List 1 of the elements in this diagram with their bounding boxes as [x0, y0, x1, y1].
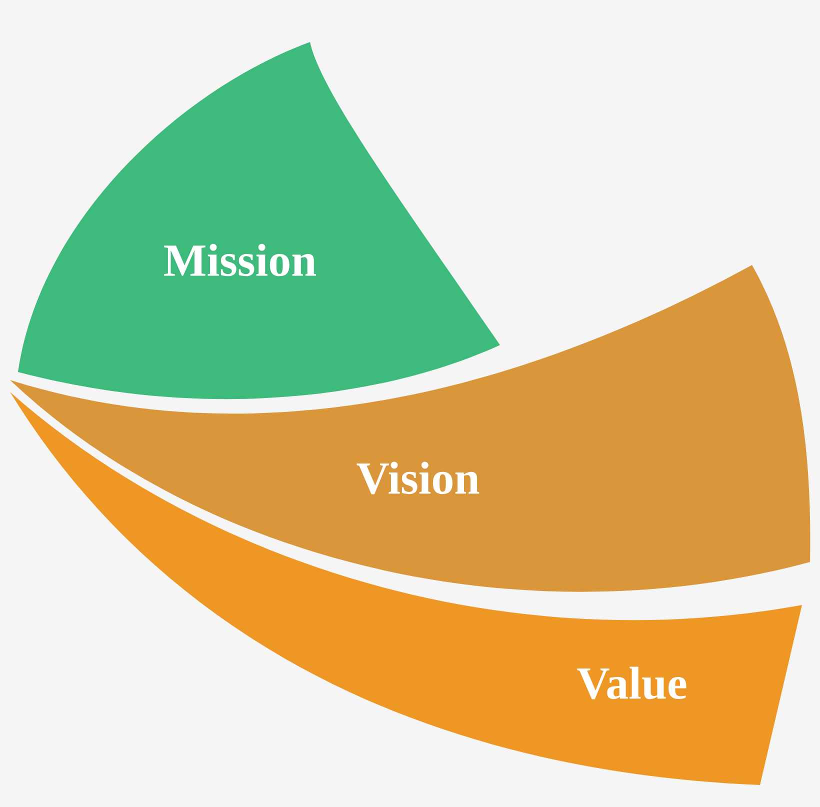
curved-band: Mission	[18, 42, 500, 399]
